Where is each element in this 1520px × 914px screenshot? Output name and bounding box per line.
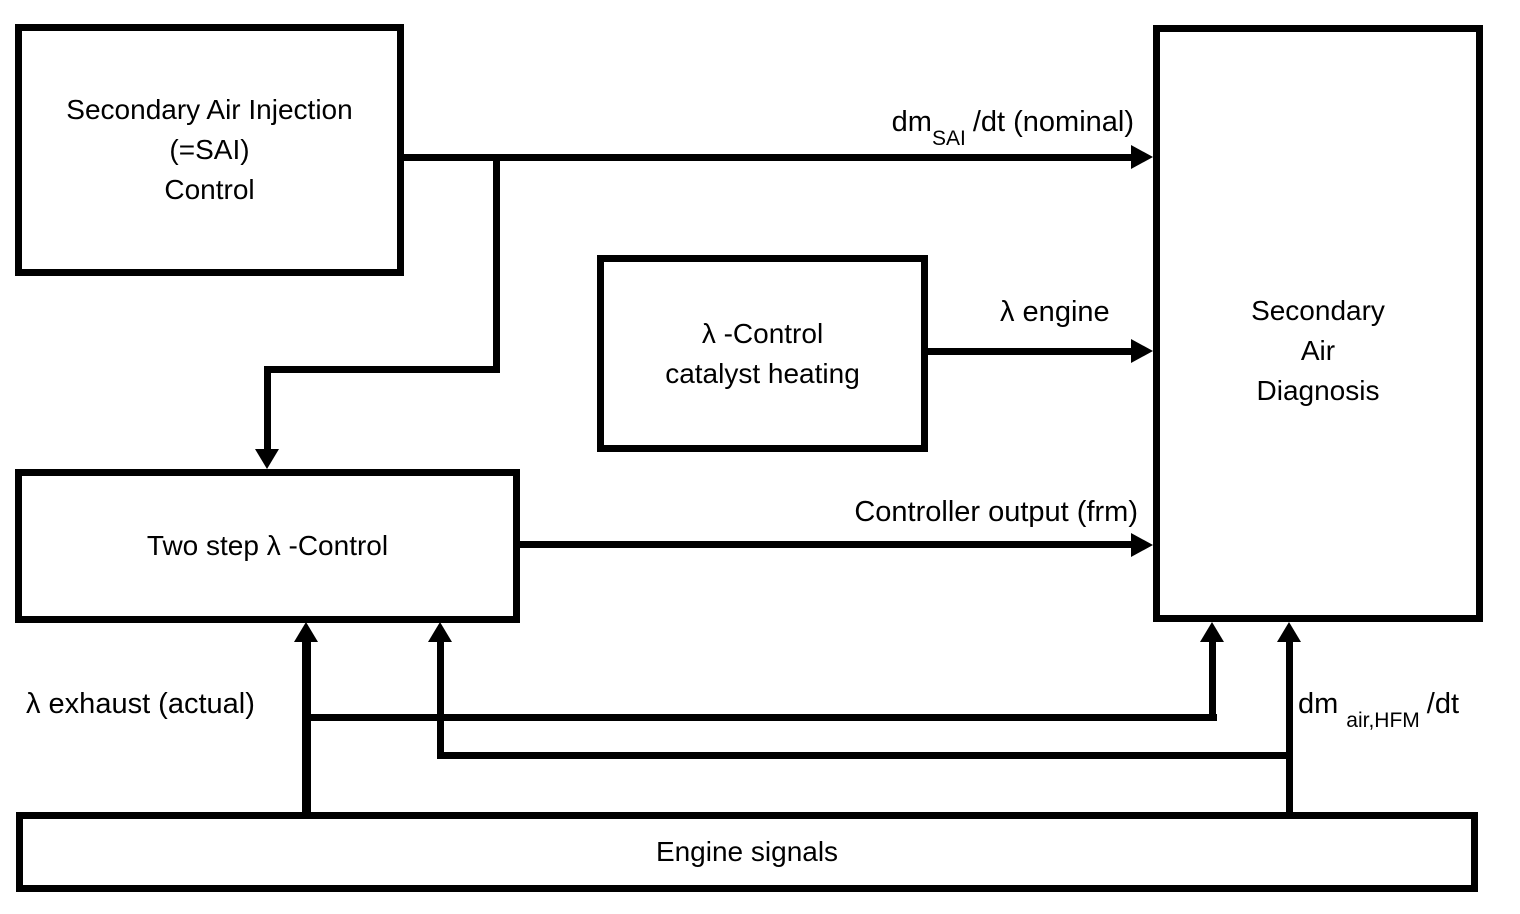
dm-air-hfm-label-prefix: dm — [1298, 688, 1339, 720]
dm-sai-label: dmSAI/dt (nominal) — [891, 106, 1134, 149]
engine-signals-box: Engine signals — [16, 812, 1478, 892]
sai-branch-horizontal-line — [264, 366, 500, 373]
dm-sai-label-subscript: SAI — [931, 126, 966, 150]
two-step-box-line1: Two step λ -Control — [146, 530, 389, 561]
dm-air-hfm-left-vertical-line — [437, 636, 444, 759]
sai-branch-arrowhead-icon — [255, 449, 279, 469]
dm-sai-line — [404, 154, 1135, 161]
lambda-exhaust-arrowhead-icon — [294, 622, 318, 642]
catalyst-heating-box-line1: λ -Control — [701, 317, 824, 349]
controller-output-arrowhead-icon — [1131, 533, 1153, 557]
dm-air-hfm-label-suffix: /dt — [1426, 688, 1460, 720]
lambda-engine-label: λ engine — [1000, 296, 1110, 328]
dm-sai-label-suffix: /dt (nominal) — [972, 106, 1134, 138]
controller-output-label: Controller output (frm) — [854, 496, 1138, 528]
diagnosis-box-line3: Diagnosis — [1256, 374, 1380, 406]
diagnosis-box-line2: Air — [1300, 334, 1336, 366]
dm-sai-label-prefix: dm — [891, 106, 932, 138]
lambda-engine-arrowhead-icon — [1131, 339, 1153, 363]
lambda-exhaust-vertical-line — [302, 636, 311, 813]
dm-air-hfm-label-subscript: air,HFM — [1346, 708, 1420, 732]
sai-branch-vertical-line — [493, 154, 500, 373]
sai-branch-down-line — [264, 366, 271, 450]
lambda-engine-line — [928, 348, 1135, 355]
secondary-air-diagnosis-box: Secondary Air Diagnosis — [1153, 25, 1483, 622]
sai-control-box-line3: Control — [164, 174, 255, 205]
sai-control-box-line2: (=SAI) — [169, 134, 250, 165]
lambda-exhaust-right-vertical-line — [1209, 636, 1216, 721]
controller-output-line — [520, 541, 1135, 548]
dm-air-hfm-arrowhead-icon — [1277, 622, 1301, 642]
lambda-exhaust-right-arrowhead-icon — [1200, 622, 1224, 642]
catalyst-heating-box-line2: catalyst heating — [665, 357, 860, 389]
dm-air-hfm-vertical-line — [1286, 636, 1293, 813]
diagnosis-box-line1: Secondary — [1251, 294, 1385, 326]
two-step-lambda-control-box: Two step λ -Control — [15, 469, 520, 623]
dm-air-hfm-horizontal-line — [437, 752, 1293, 759]
dm-air-hfm-label: dm air,HFM/dt — [1298, 688, 1460, 731]
dm-sai-arrowhead-icon — [1131, 145, 1153, 169]
lambda-exhaust-label: λ exhaust (actual) — [26, 688, 255, 720]
lambda-control-catalyst-heating-box: λ -Control catalyst heating — [597, 255, 928, 452]
lambda-exhaust-horizontal-line — [302, 714, 1217, 721]
engine-signals-box-line1: Engine signals — [655, 836, 839, 867]
dm-air-hfm-left-arrowhead-icon — [428, 622, 452, 642]
sai-control-box-line1: Secondary Air Injection — [66, 94, 353, 125]
sai-control-box: Secondary Air Injection (=SAI) Control — [15, 24, 404, 276]
